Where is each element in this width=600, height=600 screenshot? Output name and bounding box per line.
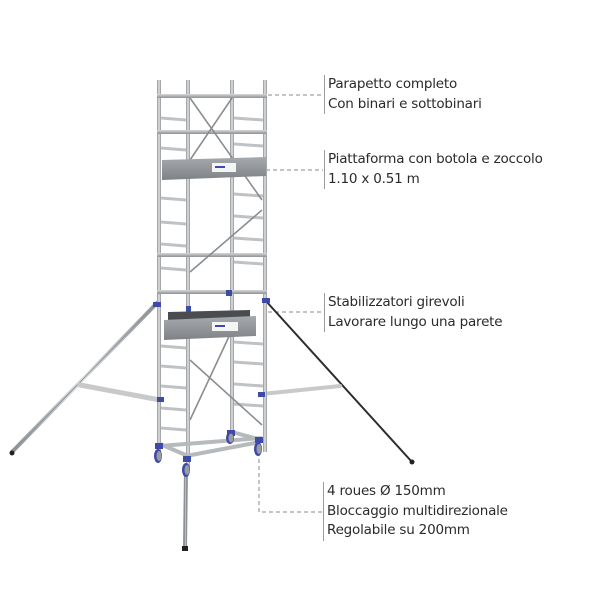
callout-wheels: 4 roues Ø 150mm Bloccaggio multidirezion… [323,482,508,541]
lower-platform [164,310,256,340]
ladder-rungs [160,116,264,432]
callout-title: Piattaforma con botola e zoccolo [328,151,543,167]
base-frame [159,430,263,458]
callout-detail: 1.10 x 0.51 m [328,170,420,187]
callout-detail: Lavorare lungo una parete [328,313,503,330]
callout-title: Stabilizzatori girevoli [328,294,465,310]
guard-rails [157,94,267,294]
diagonal-braces [189,97,263,426]
frame-uprights [157,80,267,470]
callout-platform: Piattaforma con botola e zoccolo 1.10 x … [324,150,543,189]
outriggers [9,299,415,551]
callout-detail: Bloccaggio multidirezionale [327,502,508,519]
wheel-icon [226,430,235,444]
wheel-icon [182,456,191,477]
callout-stabilizers: Stabilizzatori girevoli Lavorare lungo u… [324,293,503,332]
castor-wheels [154,430,263,477]
callout-guardrail: Parapetto completo Con binari e sottobin… [324,75,482,114]
wheel-icon [254,437,263,456]
wheel-icon [154,443,163,463]
callout-title: 4 roues Ø 150mm [327,483,446,499]
callout-title: Parapetto completo [328,76,458,92]
callout-detail: Con binari e sottobinari [328,95,482,112]
callout-detail: Regolabile su 200mm [327,522,470,538]
stabilizer-clamps [153,290,270,402]
upper-platform [162,157,266,180]
